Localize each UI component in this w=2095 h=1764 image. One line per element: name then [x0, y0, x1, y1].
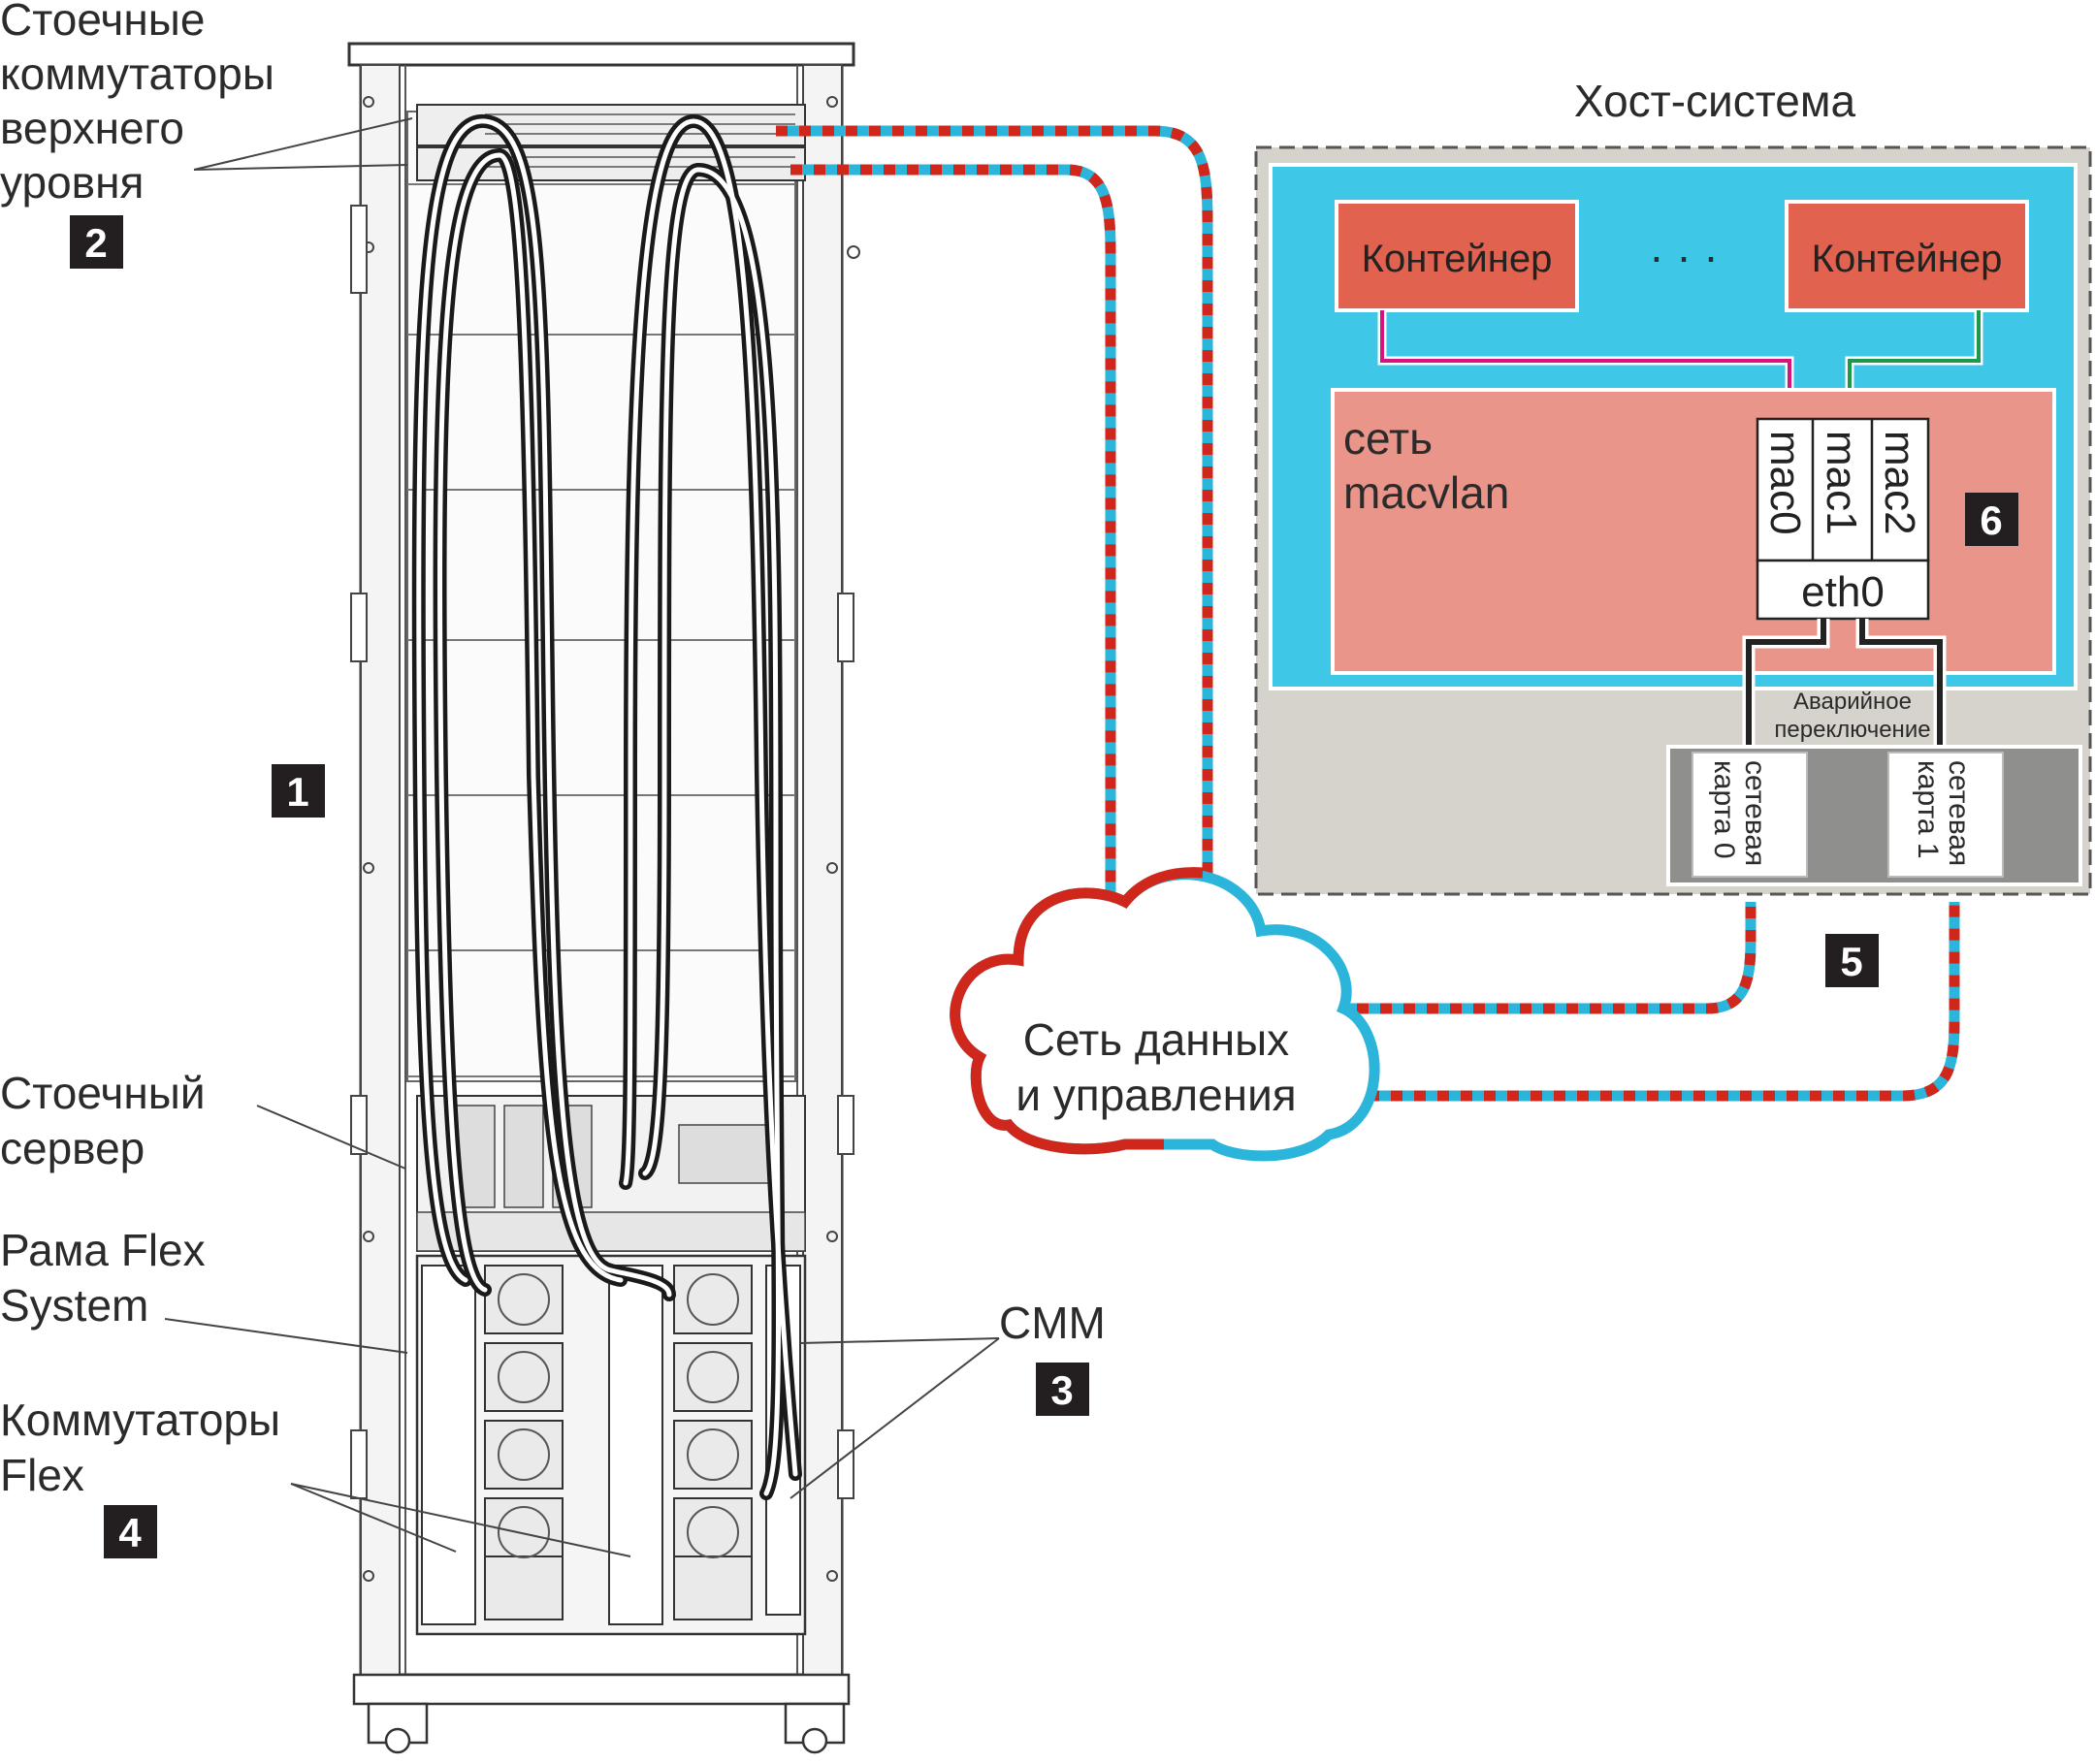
macvlan-label-line1: сеть	[1343, 413, 1433, 464]
rack-server-label-line1: Стоечный	[0, 1068, 206, 1118]
nic1-label-line1: сетевая	[1943, 760, 1975, 866]
svg-text:5: 5	[1840, 939, 1862, 984]
nic0-label-line1: сетевая	[1739, 760, 1771, 866]
network-cables	[776, 125, 1960, 1102]
svg-text:4: 4	[118, 1510, 142, 1556]
rack-server-label-line2: сервер	[0, 1123, 145, 1173]
nic1-box	[1887, 752, 2004, 878]
network-cloud: Сеть данных и управления	[950, 867, 1380, 1162]
macvlan-network	[1331, 388, 2056, 675]
flex-switches-label-line2: Flex	[0, 1450, 84, 1500]
badge-macvlan: 6	[1965, 493, 2018, 546]
eth0-label: eth0	[1801, 568, 1885, 616]
container-label-1: Контейнер	[1362, 238, 1553, 280]
failover-label-line1: Аварийное	[1793, 689, 1912, 715]
tor-switches-label: Стоечные коммутаторы верхнего уровня	[0, 0, 274, 208]
rack-server-label: Стоечный сервер	[0, 1068, 206, 1173]
container-box-1	[1335, 200, 1579, 312]
cloud-label-line1: Сеть данных	[1023, 1014, 1289, 1065]
mac2-label: mac2	[1876, 431, 1923, 535]
svg-text:3: 3	[1050, 1367, 1073, 1413]
host-system: Хост-система Контейнер Контейнер · · · с…	[1254, 76, 2092, 896]
badge-flex: 4	[104, 1505, 157, 1558]
nic0-box	[1692, 752, 1808, 878]
tor-label-line3: верхнего	[0, 103, 184, 153]
badge-rack: 1	[272, 764, 325, 818]
tor-label-line4: уровня	[0, 157, 144, 208]
host-system-title: Хост-система	[1574, 76, 1856, 126]
flex-switches-label: Коммутаторы Flex	[0, 1395, 280, 1500]
callout-leaders	[164, 117, 1000, 1557]
flex-chassis-label: Рама Flex System	[0, 1225, 206, 1331]
flex-switches-label-line1: Коммутаторы	[0, 1395, 280, 1445]
flex-chassis-label-line1: Рама Flex	[0, 1225, 206, 1275]
cloud-label-line2: и управления	[1015, 1070, 1296, 1120]
svg-text:1: 1	[286, 769, 308, 815]
nic0-label-line2: карта 0	[1708, 760, 1740, 859]
flex-chassis-label-line2: System	[0, 1280, 148, 1331]
ellipsis: · · ·	[1649, 231, 1719, 281]
tor-label-line2: коммутаторы	[0, 48, 274, 99]
badge-nics: 5	[1825, 934, 1879, 987]
cmm-label: CMM	[999, 1298, 1106, 1348]
container-label-2: Контейнер	[1812, 238, 2003, 280]
macvlan-label-line2: macvlan	[1343, 467, 1509, 518]
tor-label-line1: Стоечные	[0, 0, 205, 45]
link-eth0-nic1	[1859, 619, 1943, 753]
svg-text:2: 2	[84, 220, 107, 266]
badge-cmm: 3	[1036, 1363, 1089, 1416]
container-box-2	[1785, 200, 2029, 312]
link-eth0-nic0	[1746, 619, 1826, 753]
svg-text:6: 6	[1980, 497, 2002, 543]
mac0-label: mac0	[1761, 431, 1809, 535]
mac1-label: mac1	[1818, 431, 1865, 535]
failover-label-line2: переключение	[1774, 717, 1930, 743]
mac-boxes: mac0 mac1 mac2 eth0	[1756, 417, 1930, 621]
badge-tor: 2	[70, 215, 123, 269]
nic1-label-line2: карта 1	[1912, 760, 1944, 859]
